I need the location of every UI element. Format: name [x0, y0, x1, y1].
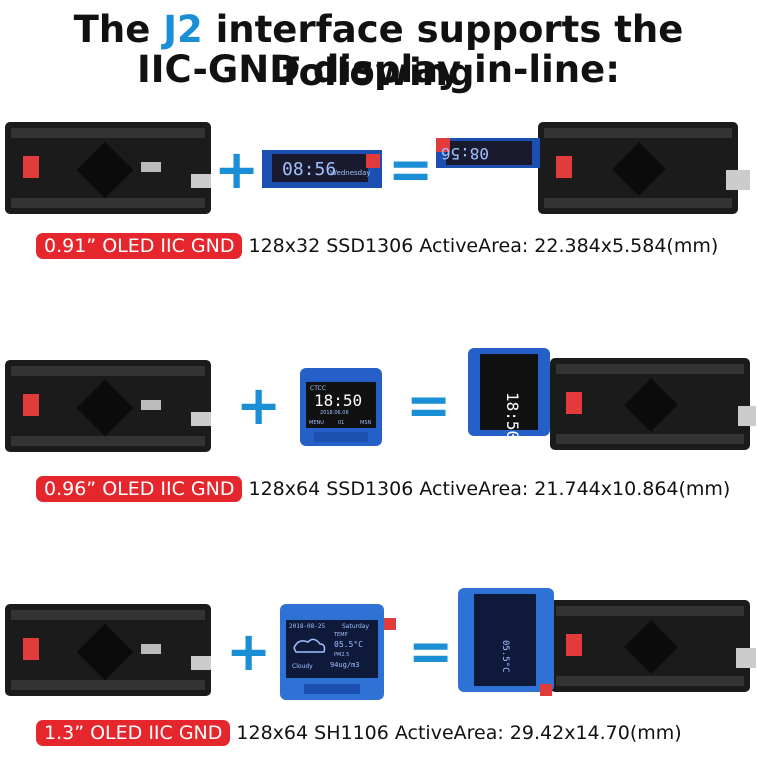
oled-096-date: 2018.06.06 [320, 410, 349, 416]
combined-board-image: 18:50 [468, 348, 756, 450]
oled-13-pm: 94ug/m3 [330, 661, 360, 669]
oled-096-top: CTCC [310, 385, 326, 392]
oled-096-msn: MSN [360, 420, 371, 426]
oled-13-day: Saturday [342, 623, 369, 630]
svg-text:08:56: 08:56 [441, 144, 489, 163]
oled-13-date: 2018-08-25 [289, 623, 326, 630]
combined-board-image: 05.5°C [458, 588, 756, 696]
oled-091-module: 08:56 Wednesday [262, 150, 382, 188]
combined-board-image: 08:56 [436, 122, 750, 214]
row2-badge: 0.96” OLED IIC GND [36, 476, 243, 502]
oled-13-module: 2018-08-25 Saturday Cloudy TEMP 05.5°C P… [280, 604, 396, 700]
oled-096-mid: 01 [338, 420, 344, 426]
plus-sign: + [226, 620, 272, 683]
oled-13-pm-label: PM2.5 [334, 652, 349, 658]
row3-spec-text: 128x64 SH1106 ActiveArea: 29.42x14.70(mm… [236, 722, 682, 744]
oled-091-time: 08:56 [282, 159, 336, 180]
equals-sign: = [406, 374, 452, 437]
page-title-line1: The J2 interface supports the following [73, 8, 684, 94]
dev-board-image [5, 360, 211, 452]
row3-badge: 1.3” OLED IIC GND [36, 720, 231, 746]
equals-sign: = [388, 138, 434, 201]
oled-096-menu: MENU [309, 420, 324, 426]
dev-board-image [5, 122, 211, 214]
oled-096-module: CTCC 18:50 2018.06.06 MENU 01 MSN [300, 368, 382, 446]
row3-spec: 1.3” OLED IIC GND 128x64 SH1106 ActiveAr… [36, 720, 682, 746]
plus-sign: + [214, 138, 260, 201]
oled-091-day: Wednesday [330, 169, 371, 177]
dev-board-image [5, 604, 211, 696]
equals-sign: = [408, 620, 454, 683]
row2-spec: 0.96” OLED IIC GND 128x64 SSD1306 Active… [36, 476, 730, 502]
svg-text:05.5°C: 05.5°C [500, 640, 510, 673]
page-title-line2: IIC-GND display in-line: [137, 48, 620, 91]
row1-spec-text: 128x32 SSD1306 ActiveArea: 22.384x5.584(… [248, 235, 719, 257]
svg-text:18:50: 18:50 [503, 392, 522, 440]
plus-sign: + [236, 374, 282, 437]
oled-13-weather: Cloudy [292, 663, 313, 670]
oled-096-time: 18:50 [314, 391, 362, 410]
oled-13-temp-label: TEMP [333, 632, 348, 638]
row1-badge: 0.91” OLED IIC GND [36, 233, 243, 259]
j2-highlight: J2 [163, 8, 203, 51]
row1-spec: 0.91” OLED IIC GND 128x32 SSD1306 Active… [36, 233, 718, 259]
oled-13-temp: 05.5°C [334, 640, 363, 649]
row2-spec-text: 128x64 SSD1306 ActiveArea: 21.744x10.864… [248, 478, 731, 500]
